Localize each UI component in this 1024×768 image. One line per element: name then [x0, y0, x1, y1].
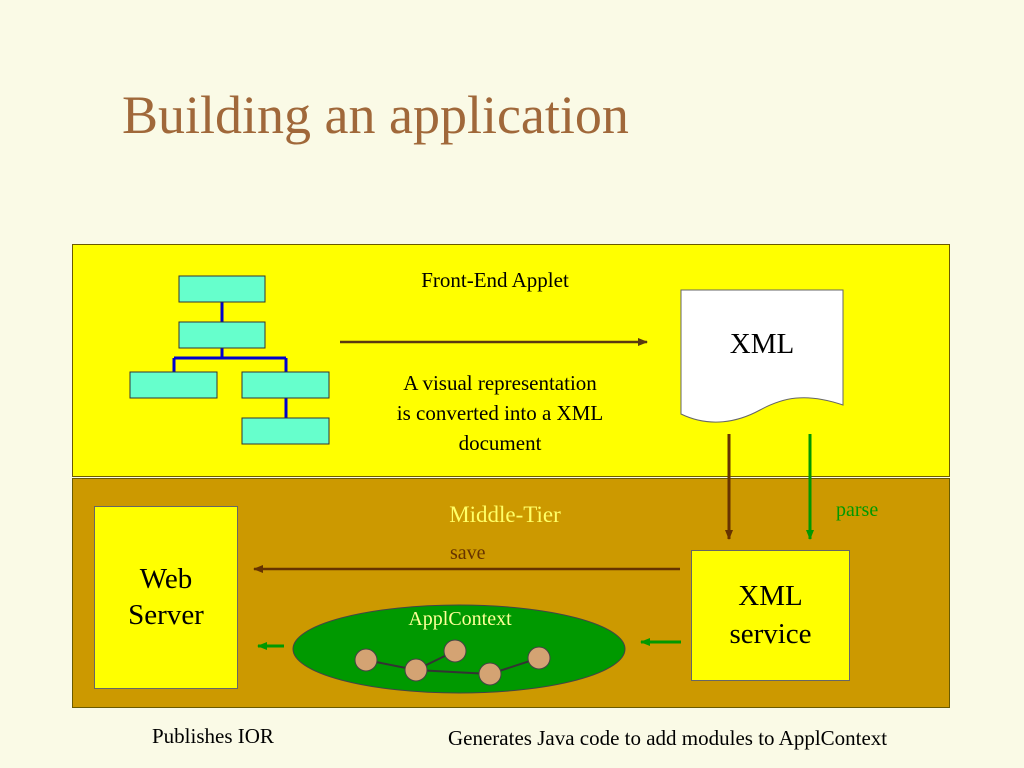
web-server-line: Server: [128, 598, 204, 631]
graph-node: [443, 639, 467, 663]
publishes-ior-caption: Publishes IOR: [152, 724, 274, 748]
web-server-box: Web Server: [94, 506, 238, 689]
graph-node: [404, 658, 428, 682]
appl-context-label: ApplContext: [408, 608, 512, 630]
tree-node-root: [178, 275, 266, 303]
description-line: A visual representation: [403, 371, 597, 395]
tree-structure-icon: [129, 275, 330, 445]
module-graph: [354, 639, 551, 686]
xml-document-shape: [680, 289, 844, 423]
save-label: save: [450, 542, 486, 564]
tree-node-child: [178, 321, 266, 349]
xml-service-line: service: [729, 617, 812, 650]
tree-node-right: [241, 371, 330, 399]
web-server-line: Web: [139, 563, 193, 596]
middle-tier-label: Middle-Tier: [449, 502, 561, 527]
tree-node-leaf: [241, 417, 330, 445]
conversion-description: A visual representation is converted int…: [340, 368, 660, 458]
tree-node-left: [129, 371, 218, 399]
graph-node: [478, 662, 502, 686]
xml-document-label: XML: [729, 328, 795, 360]
generates-code-caption: Generates Java code to add modules to Ap…: [448, 726, 888, 750]
front-end-label: Front-End Applet: [421, 268, 569, 292]
graph-node: [527, 646, 551, 670]
xml-service-line: XML: [738, 579, 803, 612]
slide-title: Building an application: [122, 85, 629, 145]
description-line: is converted into a XML: [396, 401, 604, 425]
parse-label: parse: [836, 499, 879, 521]
xml-service-box: XML service: [691, 550, 850, 681]
graph-node: [354, 648, 378, 672]
description-line: document: [458, 431, 542, 455]
